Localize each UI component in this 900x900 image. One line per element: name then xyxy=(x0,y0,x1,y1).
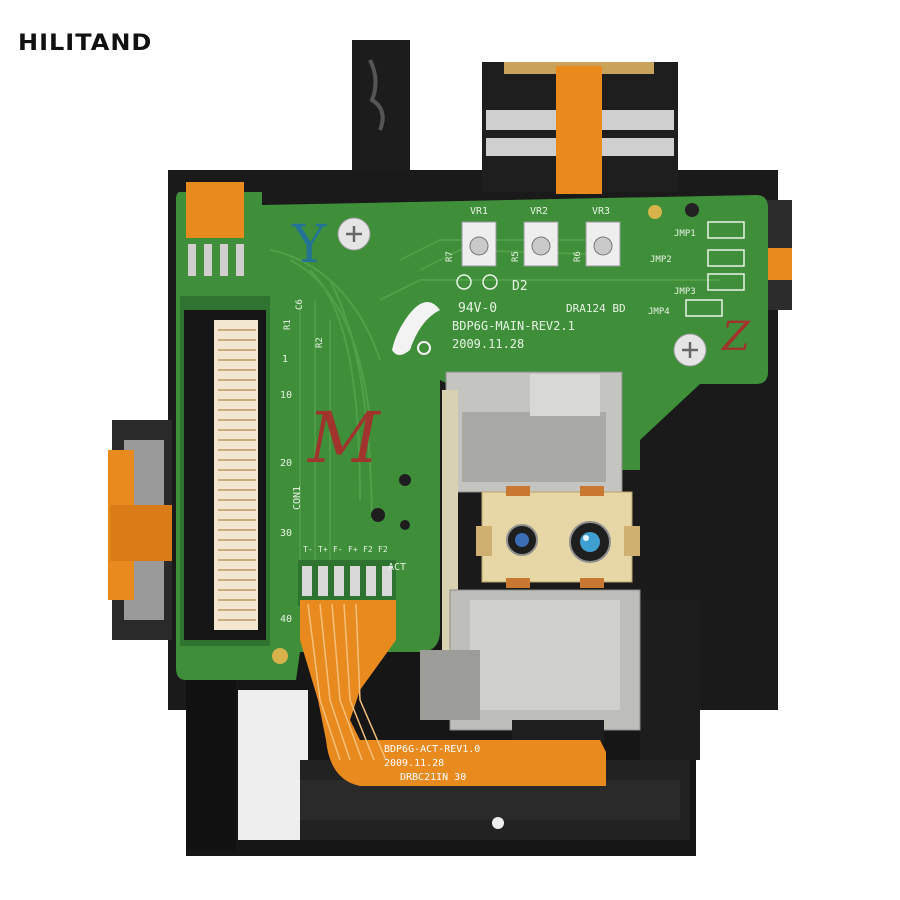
board-date-label: 2009.11.28 xyxy=(452,337,524,351)
brand-logo: HILITAND xyxy=(18,30,153,56)
trimmer-pots xyxy=(461,221,621,267)
jmp2-label: JMP2 xyxy=(650,255,672,265)
act-flex-cable: BDP6G-ACT-REV1.0 2009.11.28 DRBC21IN 30 xyxy=(300,600,606,786)
flex-board-date: 2009.11.28 xyxy=(384,758,444,769)
rating-label: 94V-0 xyxy=(458,301,497,316)
act-pin-2: T+ xyxy=(318,545,328,554)
right-marker-mark: Z xyxy=(720,314,751,360)
r7-label: R7 xyxy=(445,251,455,262)
flex-code: DRBC21IN 30 xyxy=(400,772,466,783)
pin-10-label: 10 xyxy=(280,390,292,401)
samsung-logo-icon xyxy=(392,302,440,355)
con1-label: CON1 xyxy=(292,486,303,510)
r5-label: R5 xyxy=(511,251,521,262)
board-name-label: BDP6G-MAIN-REV2.1 xyxy=(452,319,575,333)
act-pin-4: F+ xyxy=(348,545,358,554)
act-pin-3: F- xyxy=(333,545,343,554)
pin-1-label: 1 xyxy=(282,354,288,365)
ul-mark-icon xyxy=(456,274,498,290)
top-spindle xyxy=(482,62,678,194)
date-code-label: DRA124 BD xyxy=(566,302,626,315)
r6-label: R6 xyxy=(573,251,583,262)
flex-board-name: BDP6G-ACT-REV1.0 xyxy=(384,744,480,755)
pcb-silkscreen: VR1 VR2 VR3 R7 R5 R6 JMP1 JMP2 JMP3 JMP4… xyxy=(280,206,696,625)
act-pin-6: F2 xyxy=(378,545,388,554)
d2-label: D2 xyxy=(512,279,528,294)
c6-label: C6 xyxy=(295,299,305,310)
vr2-label: VR2 xyxy=(530,206,548,217)
pin-20-label: 20 xyxy=(280,458,292,469)
pin-30-label: 30 xyxy=(280,528,292,539)
r1-label: R1 xyxy=(283,319,293,330)
vr1-label: VR1 xyxy=(470,206,488,217)
act-pin-5: F2 xyxy=(363,545,373,554)
main-pcb xyxy=(176,182,768,680)
left-motor xyxy=(108,420,172,640)
jmp3-label: JMP3 xyxy=(674,287,696,297)
r2-label: R2 xyxy=(315,337,325,348)
jmp1-label: JMP1 xyxy=(674,229,696,239)
act-pin-1: T- xyxy=(303,545,313,554)
blue-marker-mark: Y xyxy=(291,215,327,275)
act-label: ACT xyxy=(388,562,406,573)
jmp4-label: JMP4 xyxy=(648,307,670,317)
lens-icon xyxy=(506,521,611,563)
red-marker-mark: M xyxy=(306,397,382,479)
handwritten-marks: Y M Z xyxy=(291,215,751,479)
pin-40-label: 40 xyxy=(280,614,292,625)
optical-head xyxy=(420,371,641,742)
vr3-label: VR3 xyxy=(592,206,610,217)
screw-icon xyxy=(337,217,707,367)
